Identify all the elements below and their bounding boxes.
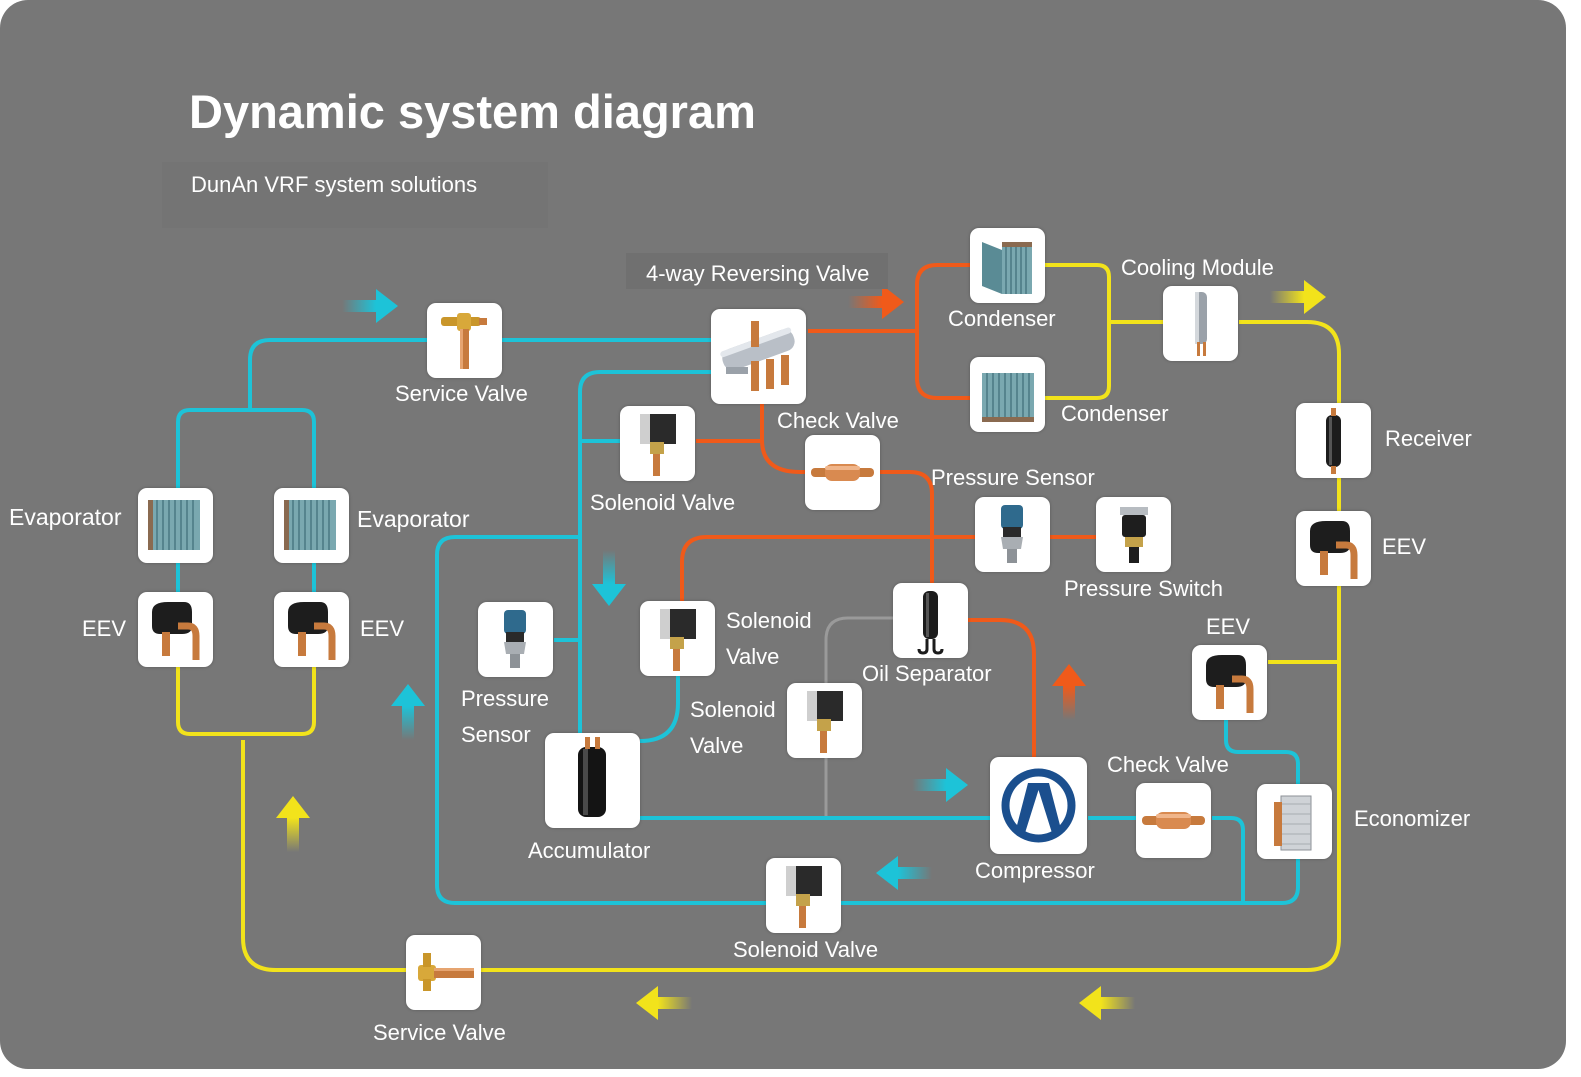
- pressure-switch[interactable]: [1096, 497, 1171, 572]
- pressure-sensor-icon: [1001, 505, 1023, 563]
- accumulator[interactable]: [545, 733, 640, 828]
- service-valve-icon: [418, 953, 474, 991]
- label-service-valve-bottom: Service Valve: [373, 1020, 506, 1045]
- solenoid-valve-icon: [640, 414, 676, 476]
- liquid-line: [176, 263, 1341, 972]
- label-receiver: Receiver: [1385, 426, 1472, 451]
- label-evaporator-left: Evaporator: [9, 504, 122, 530]
- solenoid-valve-lower[interactable]: [787, 683, 862, 758]
- eev-left-2[interactable]: [274, 592, 349, 667]
- label-service-valve-top: Service Valve: [395, 381, 528, 406]
- pressure-sensor-icon: [504, 610, 526, 668]
- solenoid-valve-icon: [807, 691, 843, 753]
- eev-icon: [152, 602, 200, 660]
- page-title: Dynamic system diagram: [189, 85, 756, 138]
- service-valve-icon: [441, 313, 487, 369]
- eev-left-1[interactable]: [138, 592, 213, 667]
- label-solenoid-valve-top: Solenoid Valve: [590, 490, 736, 515]
- label-check-valve-bottom: Check Valve: [1107, 752, 1229, 777]
- coil-icon: [982, 242, 1032, 294]
- label-solenoid-lower-line1: Solenoid: [690, 697, 776, 722]
- coil-icon: [284, 500, 336, 550]
- compressor-logo-icon: [1001, 768, 1076, 843]
- label-reversing-valve: 4-way Reversing Valve: [646, 261, 870, 286]
- label-oil-separator: Oil Separator: [862, 661, 992, 686]
- solenoid-valve-icon: [786, 866, 822, 928]
- label-condenser-top: Condenser: [948, 306, 1056, 331]
- reversing-valve-icon: [720, 321, 795, 391]
- label-eev-right: EEV: [1382, 534, 1427, 559]
- label-compressor: Compressor: [975, 858, 1095, 883]
- solenoid-valve-bottom[interactable]: [766, 858, 841, 933]
- label-solenoid-lower-line2: Valve: [690, 733, 744, 758]
- pressure-sensor-top[interactable]: [975, 497, 1050, 572]
- label-pressure-sensor-left-line2: Sensor: [461, 722, 531, 747]
- service-valve-bottom[interactable]: [406, 935, 481, 1010]
- economizer-icon: [1274, 795, 1312, 851]
- suction-line: [176, 338, 1300, 905]
- economizer[interactable]: [1257, 784, 1332, 859]
- condenser-bottom[interactable]: [970, 357, 1045, 432]
- coil-icon: [148, 500, 200, 550]
- receiver-icon: [1326, 408, 1341, 474]
- label-eev-left-1: EEV: [82, 616, 127, 641]
- condenser-top[interactable]: [970, 228, 1045, 303]
- eev-right[interactable]: [1296, 511, 1371, 586]
- label-pressure-sensor-left-line1: Pressure: [461, 686, 550, 711]
- label-economizer: Economizer: [1354, 806, 1471, 831]
- four-way-reversing-valve[interactable]: [711, 309, 806, 404]
- pressure-sensor-left[interactable]: [478, 602, 553, 677]
- label-background: [626, 253, 888, 289]
- coil-icon: [982, 373, 1034, 422]
- eev-icon: [1206, 655, 1254, 713]
- label-cooling-module: Cooling Module: [1121, 255, 1274, 280]
- cooling-module-icon: [1195, 292, 1207, 356]
- compressor[interactable]: [990, 757, 1087, 854]
- oil-separator[interactable]: [893, 583, 968, 658]
- solenoid-valve-top[interactable]: [620, 406, 695, 481]
- label-accumulator: Accumulator: [528, 838, 651, 863]
- pressure-switch-icon: [1120, 507, 1148, 563]
- evaporator-left[interactable]: [138, 488, 213, 563]
- label-condenser-bottom: Condenser: [1061, 401, 1169, 426]
- check-valve-top[interactable]: [805, 435, 880, 510]
- check-valve-bottom[interactable]: [1136, 783, 1211, 858]
- accumulator-icon: [578, 737, 606, 817]
- solenoid-valve-icon: [660, 609, 696, 671]
- page-subtitle: DunAn VRF system solutions: [191, 172, 478, 197]
- label-solenoid-valve-bottom: Solenoid Valve: [733, 937, 879, 962]
- check-valve-icon: [811, 464, 874, 481]
- eev-icon: [288, 602, 336, 660]
- label-solenoid-middle-line2: Valve: [726, 644, 780, 669]
- oil-separator-icon: [917, 591, 944, 655]
- label-evaporator-right: Evaporator: [357, 506, 470, 532]
- solenoid-valve-middle[interactable]: [640, 601, 715, 676]
- discharge-line: [680, 263, 1096, 757]
- label-eev-left-2: EEV: [360, 616, 405, 641]
- flow-arrow-icon: [276, 280, 1326, 1020]
- receiver[interactable]: [1296, 403, 1371, 478]
- cooling-module[interactable]: [1163, 286, 1238, 361]
- evaporator-right[interactable]: [274, 488, 349, 563]
- eev-middle[interactable]: [1192, 645, 1267, 720]
- service-valve-top[interactable]: [427, 303, 502, 378]
- eev-icon: [1310, 521, 1358, 579]
- subtitle-box: [162, 162, 548, 228]
- label-check-valve-top: Check Valve: [777, 408, 899, 433]
- label-solenoid-middle-line1: Solenoid: [726, 608, 812, 633]
- check-valve-icon: [1142, 812, 1205, 829]
- label-pressure-sensor-top: Pressure Sensor: [931, 465, 1095, 490]
- label-pressure-switch: Pressure Switch: [1064, 576, 1223, 601]
- label-eev-middle: EEV: [1206, 614, 1251, 639]
- oil-return-line: [824, 616, 893, 818]
